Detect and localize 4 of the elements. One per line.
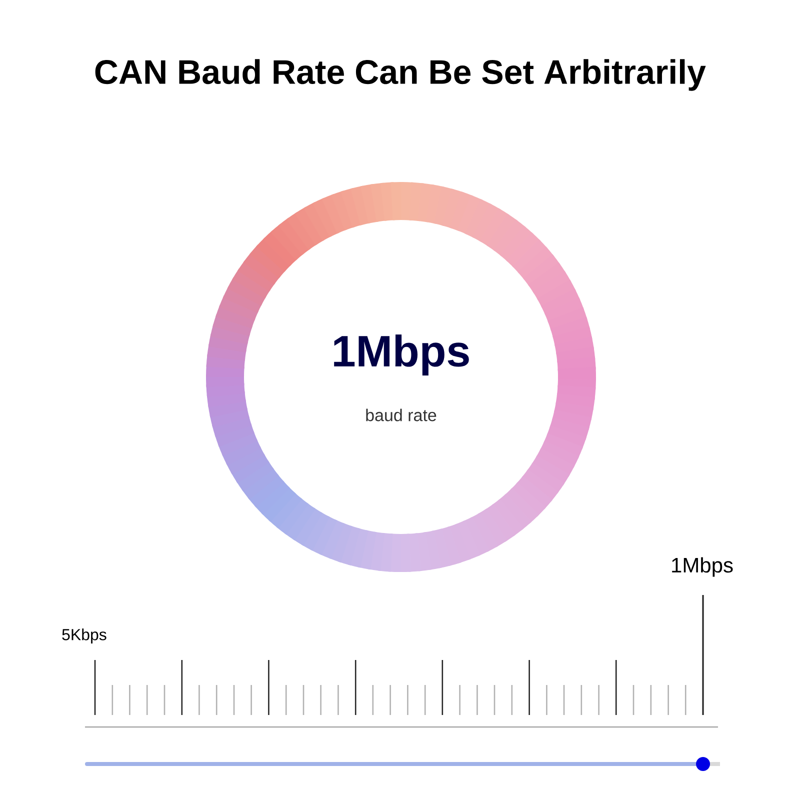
- scale-label: 1Mbps: [672, 557, 733, 577]
- title: CAN Baud Rate Can Be Set Arbitrarily: [95, 59, 706, 91]
- ring-gauge: 1Mbps baud rate: [206, 182, 596, 572]
- scale-label: 5Kbps: [62, 628, 106, 644]
